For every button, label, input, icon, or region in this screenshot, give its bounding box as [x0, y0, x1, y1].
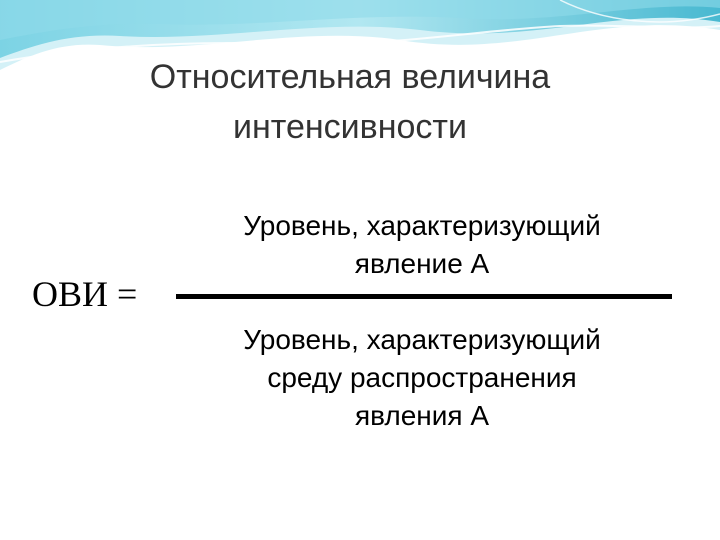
fraction-denominator: Уровень, характеризующий среду распростр…	[188, 321, 656, 435]
numerator-line-1: Уровень, характеризующий	[243, 210, 601, 241]
denominator-line-2: среду распространения	[267, 362, 577, 393]
numerator-line-2: явление А	[354, 248, 490, 279]
denominator-line-3: явления А	[354, 400, 490, 431]
title-line-1: Относительная величина	[149, 58, 551, 96]
slide-title: Относительная величина интенсивности	[100, 52, 600, 152]
header-wave-decoration	[0, 0, 720, 73]
fraction-numerator: Уровень, характеризующий явление А	[188, 207, 656, 283]
title-line-2: интенсивности	[233, 108, 467, 146]
denominator-line-1: Уровень, характеризующий	[243, 324, 601, 355]
fraction-bar	[176, 294, 672, 299]
formula-lhs: ОВИ =	[32, 274, 138, 314]
